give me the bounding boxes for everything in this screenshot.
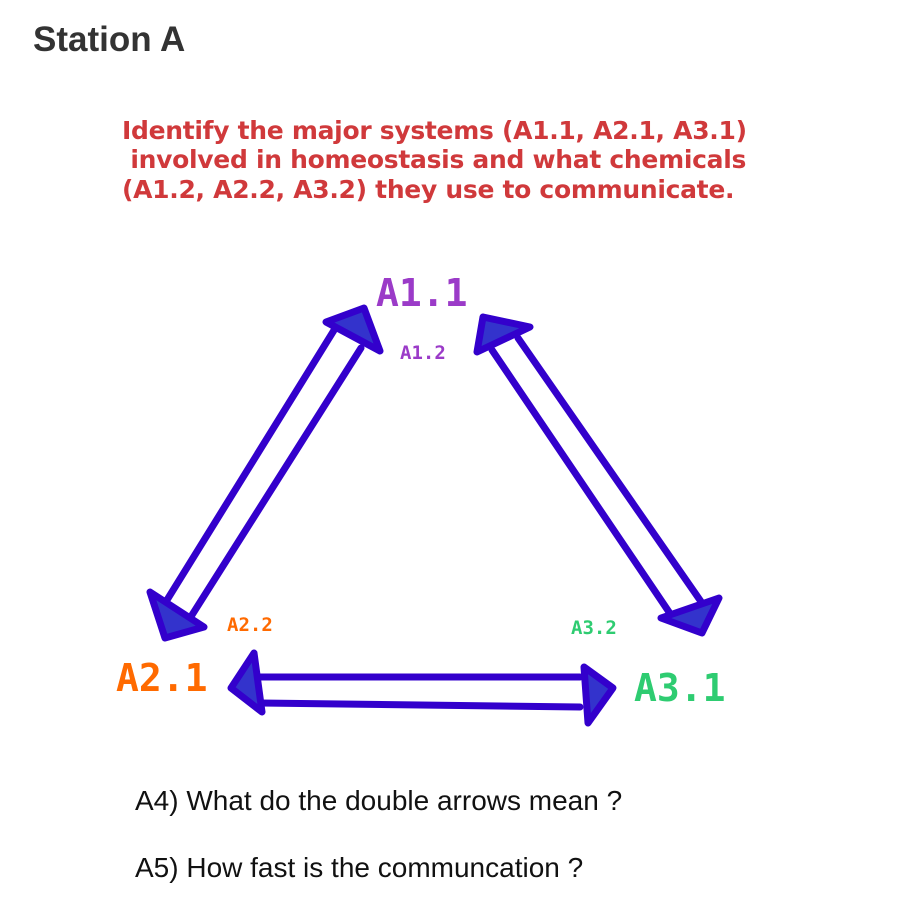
station-title: Station A <box>33 20 186 59</box>
instruction-line-1: Identify the major systems (A1.1, A2.1, … <box>122 116 747 145</box>
system-a1-label: A1.1 <box>376 271 468 315</box>
double-arrow-a1-a2 <box>146 304 384 642</box>
arrowhead-down <box>146 588 208 642</box>
question-a4: A4) What do the double arrows mean ? <box>135 785 623 816</box>
double-arrow-a2-a3 <box>227 649 617 727</box>
chemical-a3-label: A3.2 <box>571 617 617 639</box>
arrowhead-up <box>473 313 534 356</box>
arrow-line <box>163 323 340 604</box>
arrow-line <box>256 699 584 711</box>
system-a3-label: A3.1 <box>634 666 726 710</box>
arrow-line <box>188 344 365 619</box>
instruction-line-2: involved in homeostasis and what chemica… <box>122 145 747 174</box>
chemical-a2-label: A2.2 <box>227 614 273 636</box>
double-arrow-a1-a3 <box>473 313 723 637</box>
arrowhead-left <box>227 649 266 716</box>
chemical-a1-label: A1.2 <box>400 342 446 364</box>
question-a5: A5) How fast is the communcation ? <box>135 852 584 883</box>
instruction-line-3: (A1.2, A2.2, A3.2) they use to communica… <box>122 175 735 204</box>
arrow-line <box>488 346 673 616</box>
arrowhead-right <box>580 663 617 727</box>
arrowhead-up <box>322 304 384 355</box>
system-a2-label: A2.1 <box>116 656 208 700</box>
arrow-line <box>514 334 706 607</box>
arrowhead-down <box>657 594 723 637</box>
